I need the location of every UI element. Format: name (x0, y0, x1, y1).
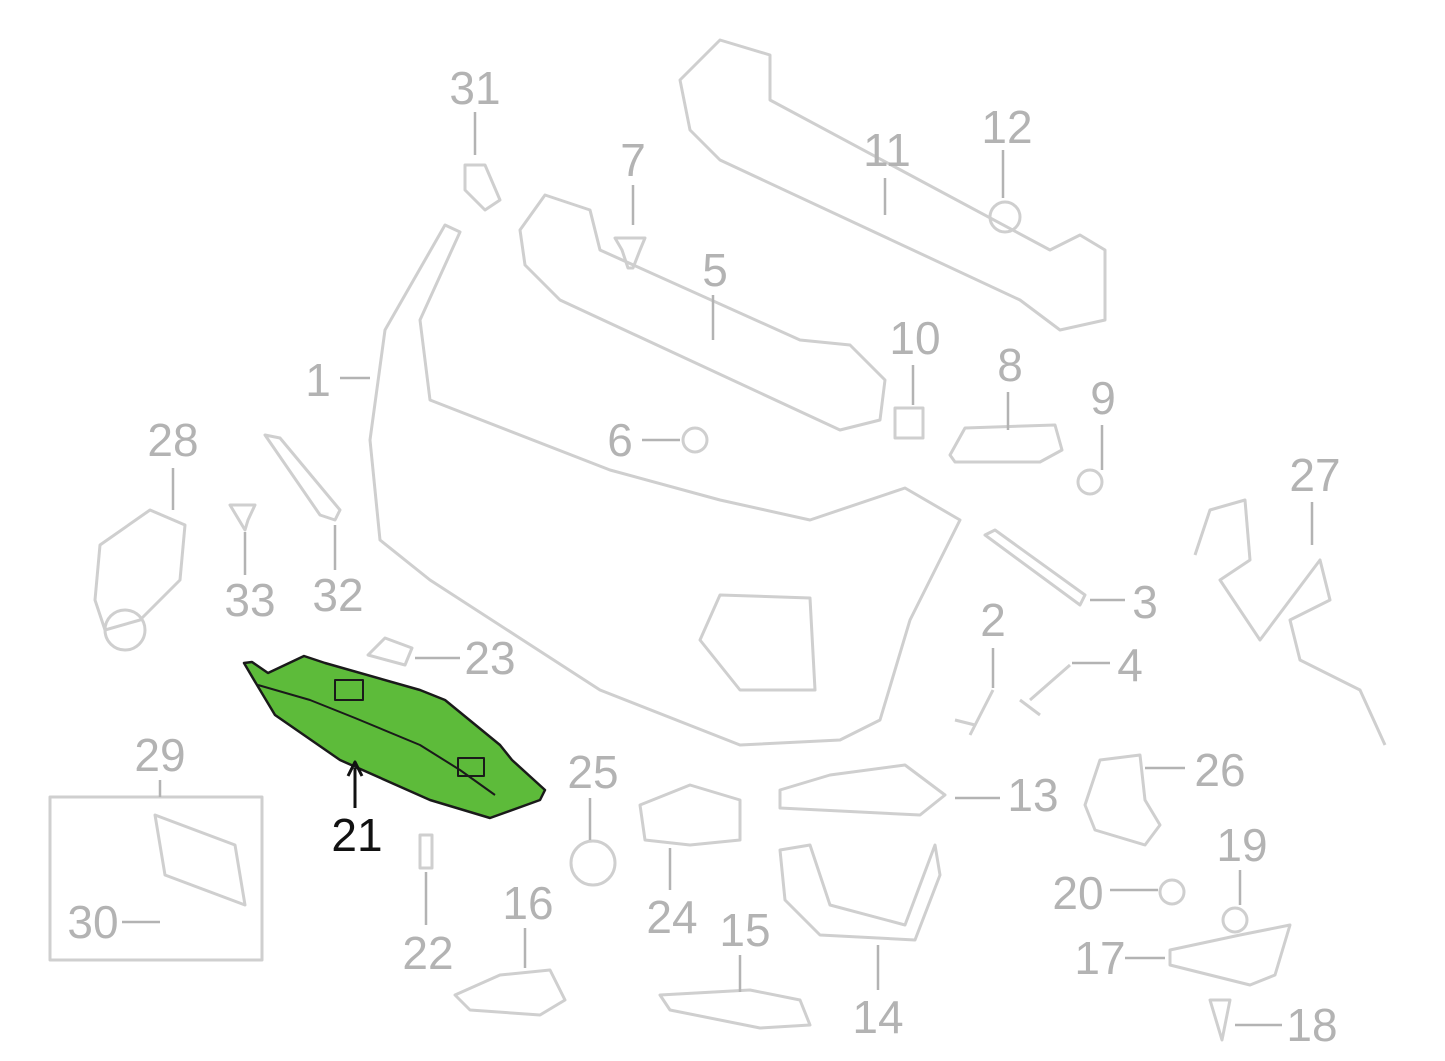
callout-27[interactable]: 27 (1289, 449, 1341, 501)
part-29-box[interactable] (48, 795, 264, 962)
callout-8[interactable]: 8 (997, 339, 1023, 391)
part-13[interactable] (778, 763, 947, 817)
callout-20[interactable]: 20 (1052, 867, 1104, 919)
part-20[interactable] (1158, 878, 1186, 906)
part-27-wiring-harness[interactable] (1193, 498, 1387, 746)
part-22[interactable] (418, 833, 434, 870)
part-33[interactable] (228, 503, 257, 532)
leader-line-21 (346, 760, 364, 808)
callout-22[interactable]: 22 (402, 927, 454, 979)
part-16[interactable] (453, 968, 567, 1017)
callout-6[interactable]: 6 (607, 414, 633, 466)
callout-11[interactable]: 11 (863, 124, 911, 176)
callout-13[interactable]: 13 (1007, 769, 1059, 821)
callout-5[interactable]: 5 (702, 244, 728, 296)
callout-30[interactable]: 30 (67, 896, 119, 948)
part-24[interactable] (638, 783, 742, 847)
part-17[interactable] (1168, 923, 1292, 987)
callout-9[interactable]: 9 (1090, 372, 1116, 424)
part-4[interactable] (1019, 663, 1071, 717)
callout-32[interactable]: 32 (312, 569, 364, 621)
callout-19[interactable]: 19 (1216, 819, 1268, 871)
leader-lines (122, 112, 1314, 1027)
part-11-bumper-reinforcement[interactable] (678, 38, 1107, 332)
part-12[interactable] (988, 200, 1022, 234)
part-28-sensor[interactable] (93, 508, 187, 632)
callout-15[interactable]: 15 (719, 904, 771, 956)
part-3[interactable] (983, 528, 1087, 607)
part-23[interactable] (366, 636, 414, 667)
part-29-bracket[interactable] (153, 813, 247, 907)
part-1-bumper-cover[interactable] (368, 223, 962, 747)
part-18[interactable] (1208, 998, 1232, 1042)
callout-14[interactable]: 14 (852, 991, 904, 1043)
callout-1[interactable]: 1 (305, 354, 331, 406)
callout-24[interactable]: 24 (646, 891, 698, 943)
part-2[interactable] (954, 689, 995, 736)
part-9[interactable] (1076, 468, 1104, 496)
part-25[interactable] (569, 839, 617, 887)
callout-29[interactable]: 29 (134, 729, 186, 781)
part-32[interactable] (263, 433, 342, 522)
part-8[interactable] (948, 423, 1064, 464)
part-5-energy-absorber[interactable] (518, 193, 887, 432)
callout-3[interactable]: 3 (1132, 576, 1158, 628)
part-7[interactable] (613, 236, 647, 270)
callout-21[interactable]: 21 (331, 809, 383, 861)
callout-33[interactable]: 33 (224, 574, 276, 626)
callout-25[interactable]: 25 (567, 746, 619, 798)
callout-12[interactable]: 12 (981, 101, 1033, 153)
part-26[interactable] (1083, 753, 1162, 847)
callout-16[interactable]: 16 (502, 877, 554, 929)
callout-23[interactable]: 23 (464, 632, 516, 684)
part-10[interactable] (893, 406, 925, 440)
part-19[interactable] (1221, 906, 1249, 934)
callout-7[interactable]: 7 (620, 134, 646, 186)
callout-31[interactable]: 31 (449, 62, 501, 114)
callout-18[interactable]: 18 (1286, 999, 1338, 1051)
part-31[interactable] (463, 163, 502, 212)
callout-10[interactable]: 10 (889, 312, 941, 364)
callout-2[interactable]: 2 (980, 594, 1006, 646)
part-6[interactable] (681, 426, 709, 454)
callout-28[interactable]: 28 (147, 414, 199, 466)
callout-17[interactable]: 17 (1074, 932, 1126, 984)
part-14[interactable] (778, 843, 942, 942)
callout-26[interactable]: 26 (1194, 744, 1246, 796)
callout-4[interactable]: 4 (1117, 639, 1143, 691)
part-15[interactable] (658, 988, 812, 1030)
